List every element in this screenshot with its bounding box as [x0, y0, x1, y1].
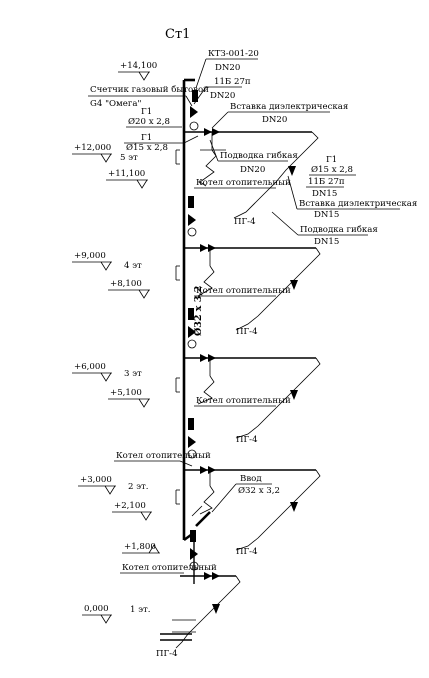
inlet-diameter: Ø32 х 3,2: [238, 485, 280, 496]
boiler-3-label: Котел отопительный: [196, 396, 291, 406]
boiler-4-label: Котел отопительный: [196, 286, 291, 296]
elevation-marks: +14,100 +12,000 5 эт +11,100 +9,000 4 эт…: [72, 61, 160, 624]
pipe-d15: Ø15 х 2,8: [126, 142, 168, 153]
stove-3: ПГ-4: [236, 435, 258, 445]
floor-5-branch: Котел отопительный ПГ-4: [184, 90, 319, 227]
right-insert-dn: DN15: [314, 210, 339, 220]
elev-2-sub2: +1,800: [124, 542, 156, 552]
floor-5-label: 5 эт: [120, 153, 138, 163]
ktz-label: КТЗ-001-20: [208, 49, 259, 59]
valve-top-dn: DN20: [210, 91, 235, 101]
boiler-5-device: [192, 90, 198, 102]
elev-2-sub: +2,100: [114, 501, 146, 511]
inlet-pipe: [195, 511, 211, 527]
elev-1-floor: 0,000: [84, 604, 109, 614]
boiler-5-label: Котел отопительный: [196, 178, 291, 188]
meter-label: Счетчик газовый бытовой: [90, 84, 209, 95]
top-annotations: КТЗ-001-20 DN20 11Б 27п DN20 Счетчик газ…: [88, 49, 417, 247]
floor-4-branch: Котел отопительный ПГ-4: [184, 196, 321, 337]
riser-title: Ст1: [165, 27, 190, 42]
right-hose: Подводка гибкая: [300, 224, 378, 235]
valve-5-icon: [190, 106, 198, 118]
right-valve-dn: DN15: [312, 189, 337, 199]
hose-dn20: DN20: [240, 165, 265, 175]
insert-dielectric-label: Вставка диэлектрическая: [230, 102, 348, 112]
elev-4-sub: +8,100: [110, 279, 142, 289]
boiler-2-label: Котел отопительный: [116, 451, 211, 461]
pipe-g1-a: Г1: [141, 107, 152, 117]
elev-2-floor: +3,000: [80, 475, 112, 485]
meter-5-icon: [189, 121, 199, 131]
insert-dn20: DN20: [262, 115, 287, 125]
elev-3-floor: +6,000: [74, 362, 106, 372]
inlet-label: Ввод: [240, 474, 262, 484]
elev-5-floor: +12,000: [74, 143, 111, 153]
valve-top-label: 11Б 27п: [214, 77, 251, 87]
stove-5: ПГ-4: [234, 217, 256, 227]
floor-4-label: 4 эт: [124, 261, 142, 271]
right-g1: Г1: [326, 155, 337, 165]
elev-3-sub: +5,100: [110, 388, 142, 398]
floor-2-branch: Котел отопительный ПГ-4 Ввод Ø32 х 3,2: [114, 418, 321, 557]
hose-label: Подводка гибкая: [220, 150, 298, 161]
meter-model: G4 "Омега": [90, 99, 141, 109]
stove-2: ПГ-4: [236, 547, 258, 557]
floor-2-label: 2 эт.: [128, 482, 149, 492]
right-d15: Ø15 х 2,8: [311, 164, 353, 175]
elev-4-floor: +9,000: [74, 251, 106, 261]
floor-3-label: 3 эт: [124, 369, 142, 379]
elev-roof: +14,100: [120, 61, 157, 71]
stove-4: ПГ-4: [236, 327, 258, 337]
right-insert: Вставка диэлектрическая: [299, 199, 417, 209]
floor-1-branch: Котел отопительный ПГ-4: [120, 530, 241, 659]
pipe-g1-b: Г1: [141, 133, 152, 143]
floor-3-branch: Котел отопительный ПГ-4: [184, 308, 321, 445]
stove-1: ПГ-4: [156, 649, 178, 659]
floor-slab-ticks: [172, 149, 196, 633]
ktz-dn-label: DN20: [215, 63, 240, 73]
boiler-1-label: Котел отопительный: [122, 563, 217, 573]
right-hose-dn: DN15: [314, 237, 339, 247]
elev-5-sub: +11,100: [108, 169, 145, 179]
floor-1-label: 1 эт.: [130, 605, 151, 615]
riser-diameter-label: Ø32 х 3,2: [193, 286, 204, 336]
right-valve: 11Б 27п: [308, 177, 345, 187]
pipe-d20: Ø20 х 2,8: [128, 116, 170, 127]
